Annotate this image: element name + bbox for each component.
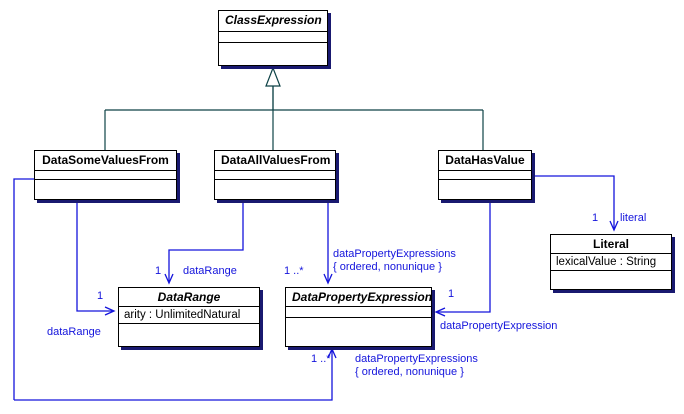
label-role-hasvalue-dpe: dataPropertyExpression: [440, 320, 558, 332]
class-operations-data-property-expression: [286, 318, 431, 346]
class-operations-literal: [551, 271, 671, 289]
class-operations-data-range: [119, 324, 259, 346]
class-name-data-has-value: DataHasValue: [439, 151, 531, 171]
label-role-all-datarange: dataRange: [183, 265, 237, 277]
label-multiplicity-some-dpe: 1 ..*: [311, 353, 331, 365]
class-box-data-has-value[interactable]: DataHasValue: [438, 150, 532, 200]
label-constraint-some-dpe: { ordered, nonunique }: [355, 365, 464, 378]
class-attributes-data-some-values-from: [35, 171, 176, 180]
class-name-data-range: DataRange: [119, 288, 259, 307]
class-operations-class-expression: [219, 43, 327, 65]
label-role-hasvalue-literal: literal: [620, 212, 647, 224]
generalization-edges: [104, 66, 484, 150]
class-name-data-all-values-from: DataAllValuesFrom: [215, 151, 335, 171]
edge-some-to-dpe-outer: [13, 178, 34, 400]
association-edges: [13, 175, 619, 401]
label-multiplicity-some-datarange: 1: [97, 290, 104, 302]
class-box-data-property-expression[interactable]: DataPropertyExpression: [285, 287, 432, 347]
class-box-class-expression[interactable]: ClassExpression: [218, 10, 328, 66]
edge-all-to-datarange: [164, 202, 244, 285]
label-multiplicity-all-datarange: 1: [155, 265, 162, 277]
label-role-some-datarange: dataRange: [47, 326, 101, 338]
class-box-data-some-values-from[interactable]: DataSomeValuesFrom: [34, 150, 177, 200]
edge-hasvalue-to-literal: [532, 175, 619, 232]
class-attributes-data-all-values-from: [215, 171, 335, 180]
label-multiplicity-all-dpe: 1 ..*: [284, 265, 304, 277]
class-box-data-all-values-from[interactable]: DataAllValuesFrom: [214, 150, 336, 200]
label-role-all-dpe-name: dataPropertyExpressions: [333, 248, 456, 260]
class-operations-data-has-value: [439, 180, 531, 199]
edge-some-to-dpe-bottom: [14, 347, 337, 401]
label-multiplicity-hasvalue-dpe: 1: [448, 288, 455, 300]
class-attribute-data-range-arity: arity : UnlimitedNatural: [119, 307, 259, 324]
class-attribute-literal-lexical-value: lexicalValue : String: [551, 254, 671, 271]
edge-hasvalue-to-dpe: [434, 202, 491, 317]
label-multiplicity-hasvalue-literal: 1: [592, 212, 599, 224]
class-operations-data-all-values-from: [215, 180, 335, 199]
label-role-some-dpe: dataPropertyExpressions { ordered, nonun…: [355, 353, 478, 379]
edge-some-to-datarange: [76, 202, 116, 316]
label-constraint-all-dpe: { ordered, nonunique }: [333, 260, 442, 273]
class-box-data-range[interactable]: DataRange arity : UnlimitedNatural: [118, 287, 260, 347]
class-attributes-data-has-value: [439, 171, 531, 180]
class-attributes-data-property-expression: [286, 307, 431, 318]
label-role-some-dpe-name: dataPropertyExpressions: [355, 353, 478, 365]
class-attributes-class-expression: [219, 32, 327, 43]
class-operations-data-some-values-from: [35, 180, 176, 199]
class-name-literal: Literal: [551, 235, 671, 254]
class-name-data-some-values-from: DataSomeValuesFrom: [35, 151, 176, 171]
generalization-triangle-icon: [265, 66, 281, 87]
label-role-all-dpe: dataPropertyExpressions { ordered, nonun…: [333, 248, 456, 274]
class-name-class-expression: ClassExpression: [219, 11, 327, 32]
class-box-literal[interactable]: Literal lexicalValue : String: [550, 234, 672, 290]
class-name-data-property-expression: DataPropertyExpression: [286, 288, 432, 307]
